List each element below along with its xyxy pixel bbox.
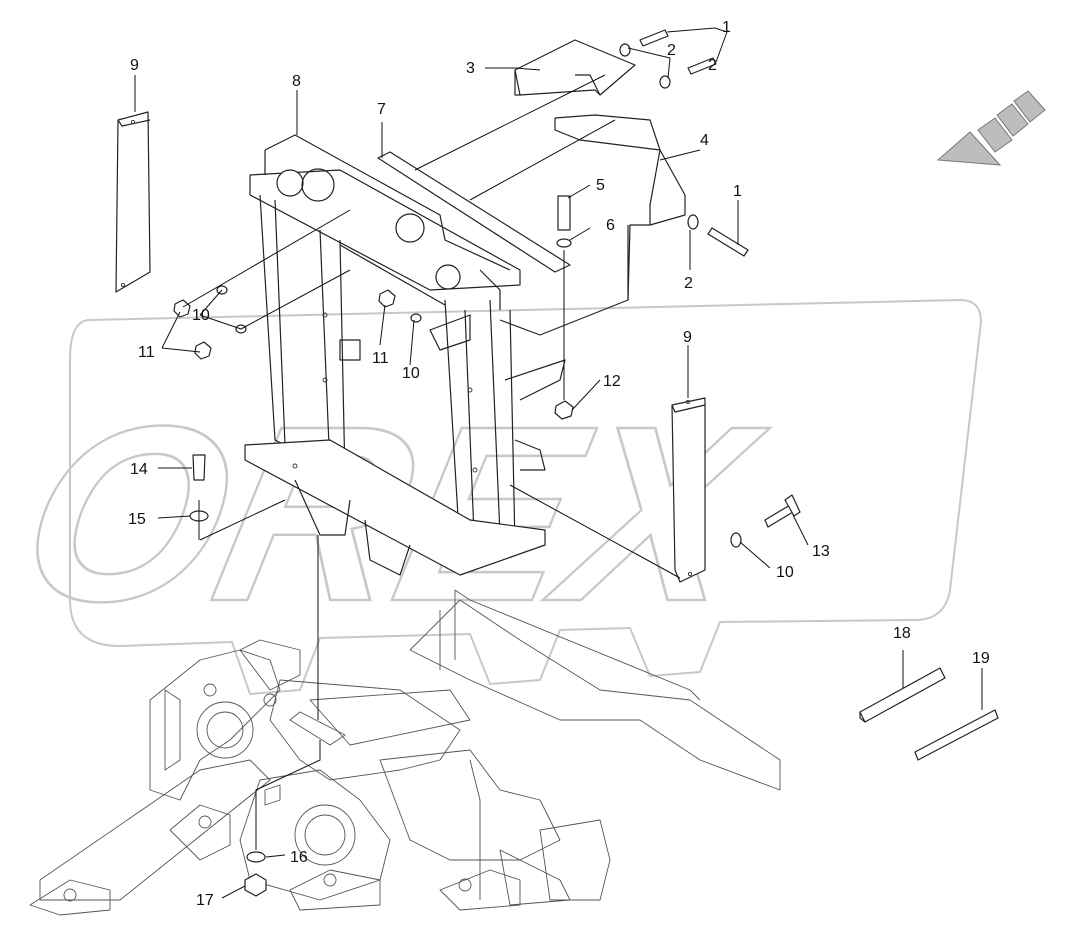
callout-3: 3 [466,60,475,77]
leader-lines [134,27,983,899]
callout-6: 6 [606,217,615,234]
side-strap-right [671,397,706,583]
callout-2-right: 2 [684,275,693,292]
callout-9-right: 9 [683,329,692,346]
callout-10-left: 10 [192,307,210,324]
callout-11-mid: 11 [372,350,389,367]
callout-13: 13 [812,543,830,560]
seal-strip-19 [914,709,999,761]
callout-19: 19 [972,650,990,667]
callout-16: 16 [290,849,308,866]
callout-11-left: 11 [138,344,155,361]
chassis-frame [29,589,781,916]
callout-5: 5 [596,177,605,194]
callout-18: 18 [893,625,911,642]
radiator-frame [244,134,566,576]
callout-1-top: 1 [722,19,731,36]
callout-9-left: 9 [130,57,139,74]
callout-4: 4 [700,132,709,149]
top-bracket [514,39,636,96]
callout-10-mid: 10 [402,365,420,382]
callout-15: 15 [128,511,146,528]
seal-strip-18 [859,667,946,723]
callout-2-top: 2 [667,42,676,59]
direction-arrow-icon [936,90,1046,166]
shroud-cover [377,114,686,336]
callout-7: 7 [377,101,386,118]
callout-1-right: 1 [733,183,742,200]
callout-8: 8 [292,73,301,90]
side-strap-left [115,111,151,293]
callout-17: 17 [196,892,214,909]
callout-2-mid: 2 [708,57,717,74]
callout-10-right: 10 [776,564,794,581]
callout-10-extra: 10 [1045,13,1047,15]
callout-14: 14 [130,461,148,478]
callout-labels: 1 1 2 2 2 3 4 5 6 7 8 9 9 10 10 10 10 11… [128,13,1047,909]
fasteners [173,29,801,897]
callout-12: 12 [603,373,621,390]
